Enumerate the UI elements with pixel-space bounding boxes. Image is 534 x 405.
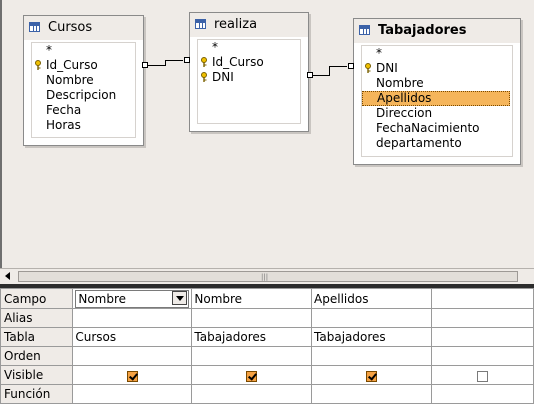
grid-cell-table[interactable]: Tabajadores (311, 327, 432, 347)
table-title-bar[interactable]: Tabajadores (354, 19, 520, 43)
key-icon (365, 63, 371, 73)
relation-line (165, 60, 183, 61)
table-window-cursos[interactable]: Cursos * Id_Curso Nombre Descripcion Fec… (23, 15, 144, 146)
row-header: Tabla (0, 327, 74, 347)
field-list[interactable]: * DNI Nombre Apellidos Direccion FechaNa… (361, 45, 513, 157)
grid-cell-function[interactable] (191, 384, 313, 404)
field-item[interactable]: Id_Curso (198, 55, 300, 70)
field-item-selected[interactable]: Apellidos (362, 91, 510, 106)
combobox-value: Nombre (78, 292, 127, 306)
table-title-bar[interactable]: realiza (190, 13, 308, 37)
chevron-down-icon[interactable] (172, 291, 188, 305)
grid-cell-alias[interactable] (191, 308, 313, 328)
row-header: Alias (0, 308, 74, 328)
grid-cell-function[interactable] (430, 384, 534, 404)
table-window-tabajadores[interactable]: Tabajadores * DNI Nombre Apellidos Direc… (353, 18, 521, 165)
grid-cell-table[interactable] (430, 327, 534, 347)
grid-cell-field[interactable] (430, 288, 534, 309)
field-item[interactable]: Direccion (376, 106, 433, 120)
field-item[interactable]: * (46, 43, 52, 57)
horizontal-scrollbar[interactable]: ||| (0, 268, 534, 284)
field-item[interactable]: Descripcion (46, 88, 117, 102)
row-header: Visible (0, 365, 74, 385)
grid-cell-visible (430, 365, 534, 385)
relation-line (329, 66, 347, 67)
table-title: Cursos (48, 20, 93, 35)
table-title: Tabajadores (378, 23, 467, 38)
grid-cell-field[interactable]: Apellidos (311, 288, 432, 309)
field-item[interactable]: FechaNacimiento (376, 121, 480, 135)
table-window-realiza[interactable]: realiza * Id_Curso DNI (189, 12, 309, 132)
grid-cell-field[interactable]: Nombre (72, 288, 193, 309)
grid-cell-table[interactable]: Cursos (72, 327, 193, 347)
field-item[interactable]: * (212, 40, 218, 54)
table-icon (29, 22, 40, 32)
grid-cell-visible (191, 365, 313, 385)
field-list[interactable]: * Id_Curso Nombre Descripcion Fecha Hora… (31, 42, 136, 138)
row-header: Orden (0, 346, 74, 366)
field-list[interactable]: * Id_Curso DNI (197, 39, 301, 124)
criteria-table: Campo Nombre Nombre Apellidos Alias Tabl… (0, 288, 534, 404)
relation-endpoint (348, 63, 354, 69)
field-item[interactable]: Horas (46, 118, 81, 132)
relation-line (313, 75, 330, 76)
relation-line (148, 65, 166, 66)
query-design-area[interactable]: Cursos * Id_Curso Nombre Descripcion Fec… (0, 0, 534, 268)
grid-cell-alias[interactable] (72, 308, 193, 328)
relation-endpoint (142, 62, 148, 68)
field-item[interactable]: DNI (362, 61, 512, 76)
grid-cell-alias[interactable] (311, 308, 432, 328)
field-item[interactable]: Fecha (46, 103, 82, 117)
query-criteria-grid[interactable]: Campo Nombre Nombre Apellidos Alias Tabl… (0, 288, 534, 405)
visible-checkbox[interactable] (476, 370, 488, 382)
grid-cell-visible (311, 365, 432, 385)
grid-row-campo: Campo Nombre Nombre Apellidos (0, 288, 534, 309)
grid-row-tabla: Tabla Cursos Tabajadores Tabajadores (0, 327, 534, 347)
scrollbar-thumb[interactable]: ||| (18, 271, 518, 282)
visible-checkbox[interactable] (126, 370, 138, 382)
relation-line (329, 66, 330, 76)
grid-cell-order[interactable] (311, 346, 432, 366)
grid-cell-order[interactable] (72, 346, 193, 366)
grid-row-visible: Visible (0, 365, 534, 385)
field-item[interactable]: DNI (198, 70, 300, 85)
key-icon (201, 72, 207, 82)
grid-cell-order[interactable] (430, 346, 534, 366)
table-title: realiza (214, 17, 258, 32)
relation-line (165, 60, 166, 66)
grid-row-alias: Alias (0, 308, 534, 328)
grid-row-orden: Orden (0, 346, 534, 366)
pane-splitter[interactable] (0, 284, 534, 288)
table-icon (359, 25, 370, 35)
grid-row-funcion: Función (0, 384, 534, 404)
grid-cell-order[interactable] (191, 346, 313, 366)
table-title-bar[interactable]: Cursos (24, 16, 143, 40)
table-icon (195, 19, 206, 29)
relation-endpoint (307, 72, 313, 78)
grid-cell-function[interactable] (72, 384, 193, 404)
grid-cell-alias[interactable] (430, 308, 534, 328)
grip-icon: ||| (261, 273, 269, 281)
field-item[interactable]: Nombre (376, 76, 424, 90)
grid-cell-table[interactable]: Tabajadores (191, 327, 313, 347)
key-icon (201, 57, 207, 67)
field-item[interactable]: departamento (376, 136, 462, 150)
field-item[interactable]: Nombre (46, 73, 94, 87)
field-combobox[interactable]: Nombre (75, 290, 190, 308)
grid-cell-visible (72, 365, 193, 385)
field-item[interactable]: Id_Curso (32, 58, 135, 73)
visible-checkbox[interactable] (365, 370, 377, 382)
scroll-left-arrow-icon[interactable] (5, 272, 10, 280)
row-header: Campo (0, 288, 74, 309)
field-item[interactable]: * (376, 46, 382, 60)
key-icon (35, 60, 41, 70)
visible-checkbox[interactable] (246, 370, 258, 382)
relation-endpoint (184, 57, 190, 63)
grid-cell-function[interactable] (311, 384, 432, 404)
row-header: Función (0, 384, 74, 404)
grid-cell-field[interactable]: Nombre (191, 288, 313, 309)
